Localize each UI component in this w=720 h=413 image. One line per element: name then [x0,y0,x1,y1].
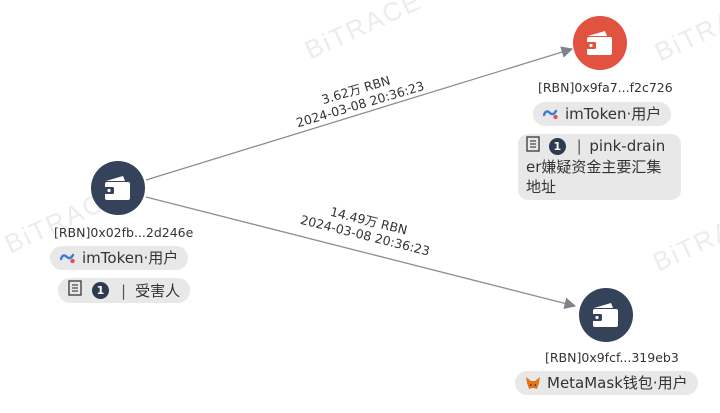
metamask-icon [526,376,540,389]
tag-separator: | [576,137,582,155]
node-label-pill: MetaMask钱包·用户 [515,371,698,395]
node-target-dark[interactable] [579,288,633,342]
node-label: imToken·用户 [82,249,179,267]
note-icon [526,136,541,157]
tag-separator: | [121,281,127,300]
node-target-red[interactable] [573,16,627,70]
node-tag-pill[interactable]: 1 | pink-drainer嫌疑资金主要汇集地址 [518,134,681,200]
node-label: MetaMask钱包·用户 [547,374,688,392]
imtoken-icon [60,253,75,264]
node-label-pill: imToken·用户 [50,246,189,270]
tag-count-badge: 1 [548,138,566,155]
note-icon [68,280,83,301]
node-label-pill: imToken·用户 [533,102,672,126]
wallet-icon [104,176,130,200]
tag-text: pink-drainer嫌疑资金主要汇集地址 [526,137,666,196]
node-source[interactable] [91,161,145,215]
wallet-icon [586,31,612,55]
node-address[interactable]: [RBN]0x9fa7...f2c726 [538,80,673,95]
edge-source-to-red[interactable] [145,46,574,181]
edge-source-to-dark[interactable] [145,196,577,310]
imtoken-icon [543,109,558,120]
wallet-icon [592,303,618,327]
node-address[interactable]: [RBN]0x02fb...2d246e [54,225,194,240]
tag-text: 受害人 [135,281,181,300]
node-address[interactable]: [RBN]0x9fcf...319eb3 [545,350,679,365]
node-tag-pill[interactable]: 1 | 受害人 [58,278,191,303]
tag-count-badge: 1 [92,282,109,299]
node-label: imToken·用户 [565,105,662,123]
